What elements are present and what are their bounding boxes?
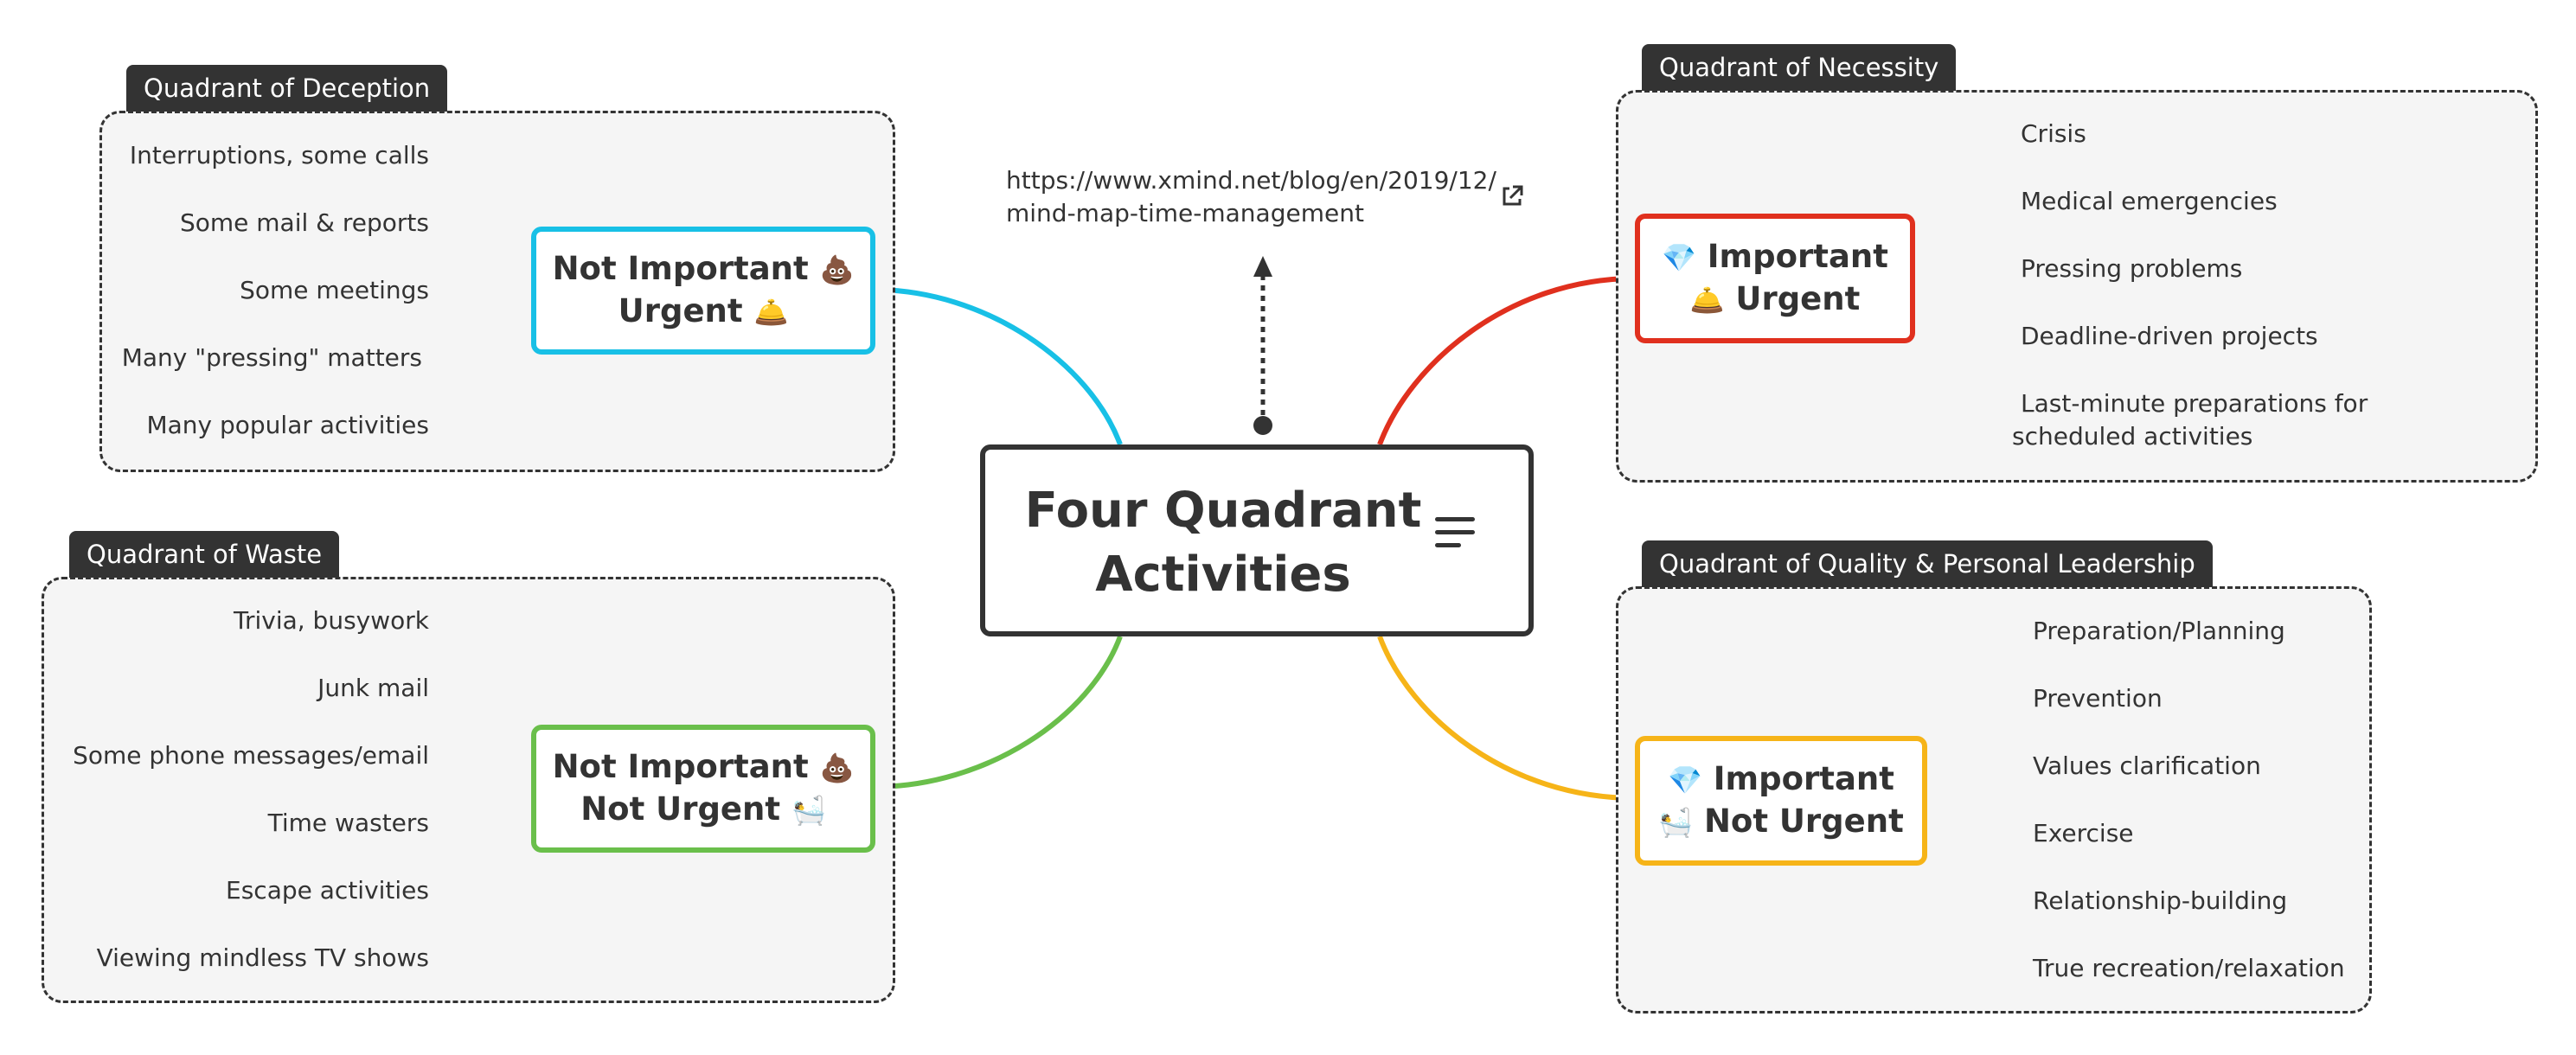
quadrant-deception-title[interactable]: Quadrant of Deception [126, 65, 448, 112]
link-arrow-dot [1253, 416, 1272, 435]
deception-item[interactable]: Some mail & reports [179, 208, 429, 237]
notes-icon[interactable] [1435, 517, 1478, 552]
quality-item[interactable]: Preparation/Planning [2033, 617, 2285, 645]
topic-important-not-urgent[interactable]: 💎 Important 🛀 Not Urgent [1635, 736, 1927, 866]
quadrant-necessity-title[interactable]: Quadrant of Necessity [1642, 44, 1957, 91]
topic-not-important-not-urgent[interactable]: Not Important 💩 Not Urgent 🛀 [531, 725, 875, 853]
necessity-item[interactable]: Medical emergencies [2021, 187, 2278, 215]
deception-item[interactable]: Many popular activities [146, 411, 429, 439]
topic-line-2: Not Urgent 🛀 [580, 790, 826, 828]
gem-icon: 💎 [1668, 764, 1702, 796]
deception-item[interactable]: Some meetings [240, 276, 429, 304]
quadrant-quality-title[interactable]: Quadrant of Quality & Personal Leadershi… [1642, 540, 2213, 587]
gem-icon: 💎 [1662, 241, 1696, 274]
deception-item[interactable]: Interruptions, some calls [129, 141, 429, 169]
topic-line-2: 🛀 Not Urgent [1658, 802, 1904, 840]
necessity-item[interactable]: Pressing problems [2021, 254, 2243, 283]
bathtub-icon: 🛀 [1658, 806, 1694, 839]
topic-line-1: Not Important 💩 [552, 748, 855, 785]
topic-line-1: 💎 Important [1662, 238, 1888, 275]
link-url[interactable]: https://www.xmind.net/blog/en/2019/12/ m… [1006, 166, 1496, 227]
quality-item[interactable]: Values clarification [2033, 751, 2261, 780]
branch-deception [873, 287, 1123, 446]
quality-item[interactable]: Relationship-building [2033, 886, 2288, 915]
topic-line-2: Urgent 🛎️ [618, 292, 789, 329]
branch-waste [873, 635, 1123, 790]
necessity-item[interactable]: Last-minute preparations for scheduled a… [2012, 389, 2368, 451]
bathtub-icon: 🛀 [791, 794, 826, 827]
bell-icon: 🛎️ [753, 296, 789, 329]
topic-not-important-urgent[interactable]: Not Important 💩 Urgent 🛎️ [531, 227, 875, 355]
link-arrow-head [1253, 256, 1272, 277]
poop-icon: 💩 [819, 751, 855, 784]
waste-item[interactable]: Junk mail [317, 674, 429, 702]
topic-line-2: 🛎️ Urgent [1689, 280, 1861, 317]
waste-item[interactable]: Escape activities [226, 876, 429, 905]
topic-line-1: Not Important 💩 [552, 250, 855, 287]
waste-item[interactable]: Trivia, busywork [233, 606, 429, 635]
poop-icon: 💩 [819, 253, 855, 286]
central-topic[interactable]: Four Quadrant Activities [980, 444, 1534, 636]
topic-important-urgent[interactable]: 💎 Important 🛎️ Urgent [1635, 214, 1915, 343]
waste-item[interactable]: Viewing mindless TV shows [96, 943, 429, 972]
deception-item[interactable]: Many "pressing" matters [121, 343, 422, 372]
branch-necessity [1377, 276, 1636, 446]
necessity-item[interactable]: Crisis [2021, 119, 2086, 148]
waste-item[interactable]: Time wasters [267, 809, 429, 837]
quality-item[interactable]: True recreation/relaxation [2033, 954, 2345, 982]
quadrant-waste-title[interactable]: Quadrant of Waste [69, 531, 340, 578]
external-link-icon[interactable] [1499, 183, 1525, 209]
central-topic-title: Four Quadrant Activities [1024, 483, 1422, 603]
topic-line-1: 💎 Important [1668, 760, 1894, 797]
quality-item[interactable]: Prevention [2033, 684, 2163, 713]
branch-quality [1377, 635, 1636, 801]
bell-icon: 🛎️ [1689, 284, 1725, 316]
quality-item[interactable]: Exercise [2033, 819, 2134, 847]
waste-item[interactable]: Some phone messages/email [73, 741, 429, 770]
necessity-item[interactable]: Deadline-driven projects [2021, 322, 2318, 350]
